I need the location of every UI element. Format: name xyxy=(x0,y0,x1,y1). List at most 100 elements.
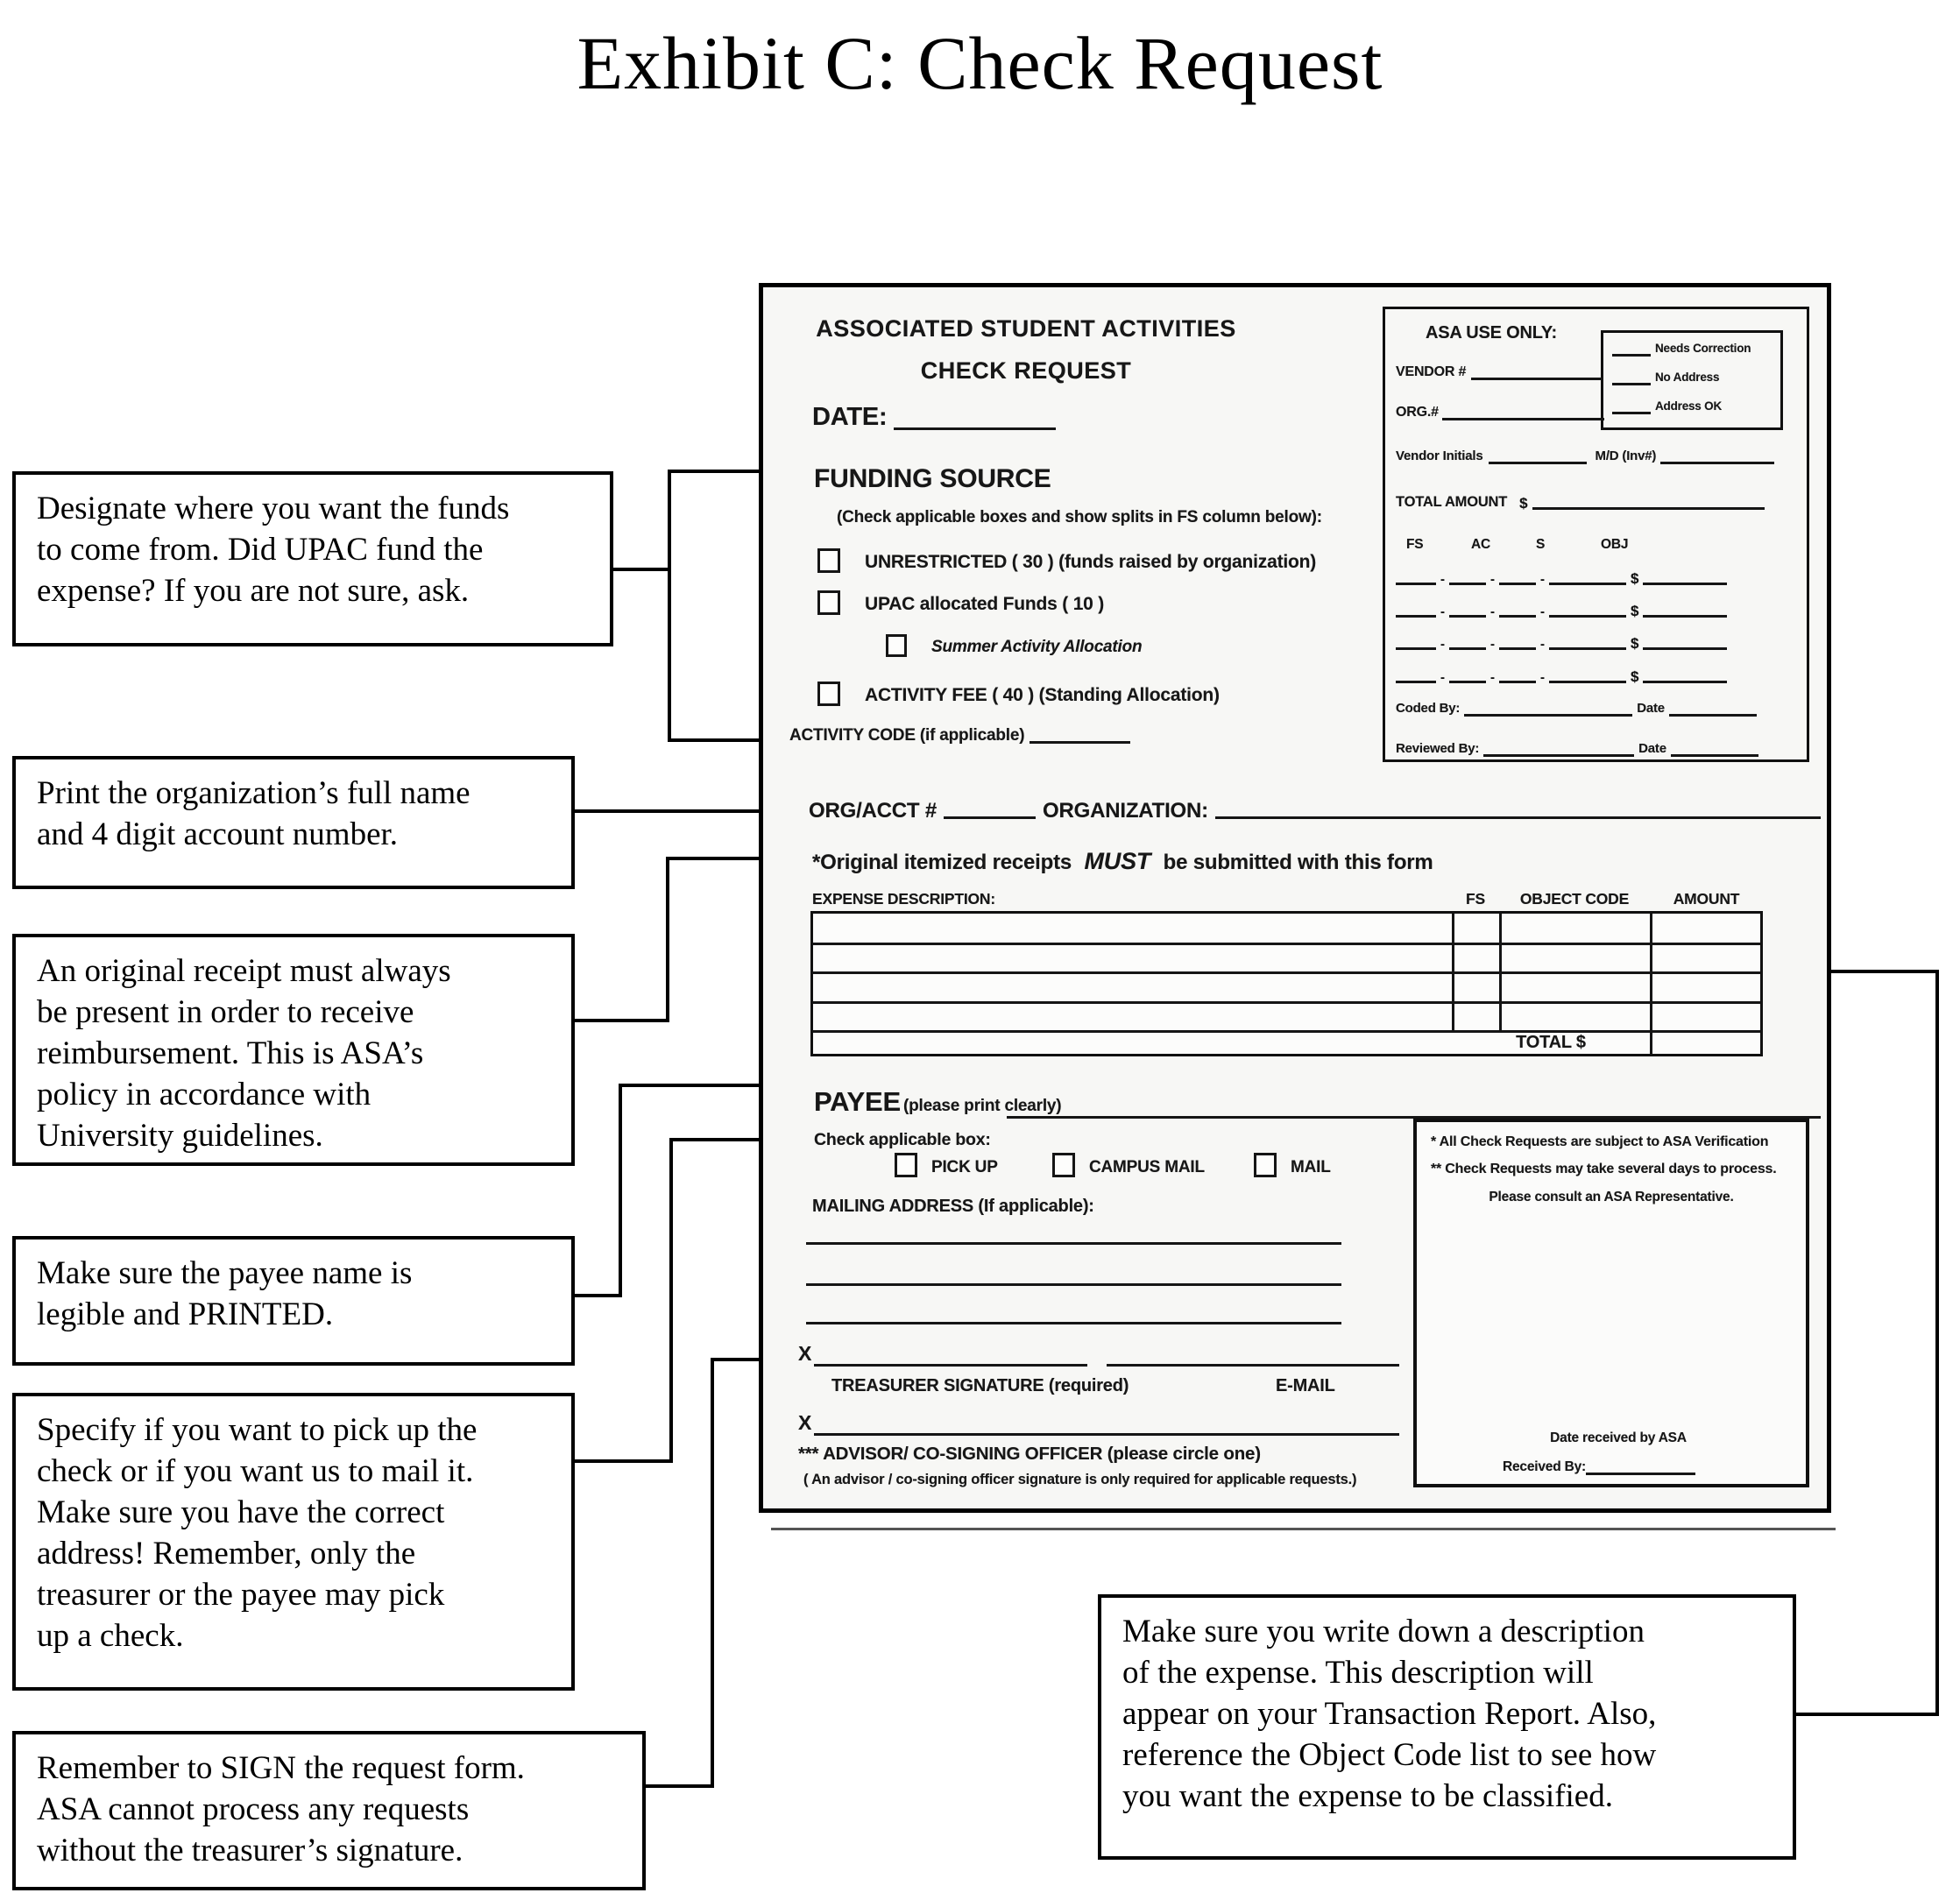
scan-edge-line xyxy=(771,1528,1836,1530)
split-row: - - - $ xyxy=(1396,667,1728,685)
checkbox-campus-mail xyxy=(1052,1153,1075,1177)
dash: - xyxy=(1440,670,1445,685)
annotation-organization: Print the organization’s full name and 4… xyxy=(12,756,575,889)
blank-line xyxy=(1532,493,1765,510)
flag-needs-correction: Needs Correction xyxy=(1655,342,1751,355)
expense-col-object-code: OBJECT CODE xyxy=(1519,890,1630,908)
md-inv-label: M/D (Inv#) xyxy=(1595,449,1657,463)
connector-line xyxy=(1935,970,1939,1716)
split-col-s: S xyxy=(1536,537,1546,552)
connector-line xyxy=(573,1459,673,1463)
expense-table: TOTAL $ xyxy=(810,911,1763,1056)
check-applicable-label: Check applicable box: xyxy=(814,1130,991,1149)
verification-line-2: ** Check Requests may take several days … xyxy=(1431,1162,1777,1176)
expense-total-label: TOTAL $ xyxy=(1516,1033,1586,1052)
connector-line xyxy=(573,809,761,813)
signature-line xyxy=(814,1364,1087,1367)
blank-line xyxy=(806,1242,1341,1245)
connector-line xyxy=(1794,1713,1939,1716)
asa-org-number-label: ORG.# xyxy=(1396,405,1439,420)
funding-option-upac: UPAC allocated Funds ( 10 ) xyxy=(865,594,1105,614)
checkbox-unrestricted xyxy=(817,548,840,573)
blank-line xyxy=(1488,448,1587,464)
dash: - xyxy=(1440,604,1445,619)
checkbox-mail xyxy=(1254,1153,1277,1177)
connector-line xyxy=(666,857,669,1022)
connector-line xyxy=(1828,970,1939,973)
blank-line xyxy=(1612,340,1651,357)
treasurer-signature-label: TREASURER SIGNATURE (required) xyxy=(831,1376,1129,1395)
receipts-note-post: be submitted with this form xyxy=(1163,851,1433,874)
advisor-signature-line xyxy=(814,1433,1399,1436)
table-line xyxy=(813,971,1760,974)
payee-hint: (please print clearly) xyxy=(903,1097,1062,1115)
checkbox-activity-fee xyxy=(817,682,840,706)
expense-col-fs: FS xyxy=(1466,890,1485,908)
verification-line-3: Please consult an ASA Representative. xyxy=(1489,1190,1734,1204)
dash: - xyxy=(1540,637,1545,652)
page-title: Exhibit C: Check Request xyxy=(577,21,1383,105)
funding-heading: FUNDING SOURCE xyxy=(814,464,1051,493)
dollar-sign: $ xyxy=(1631,570,1639,587)
checkbox-summer-allocation xyxy=(886,634,907,657)
dash: - xyxy=(1490,637,1495,652)
funding-instruction: (Check applicable boxes and show splits … xyxy=(837,508,1322,526)
vendor-number-label: VENDOR # xyxy=(1396,364,1467,379)
blank-line xyxy=(1612,398,1651,414)
email-label: E-MAIL xyxy=(1276,1376,1335,1395)
blank-line xyxy=(1585,1459,1695,1475)
table-line xyxy=(1650,914,1652,1054)
connector-line xyxy=(573,1294,622,1297)
table-line xyxy=(813,1001,1760,1004)
dash: - xyxy=(1540,604,1545,619)
blank-line xyxy=(1499,667,1536,683)
payee-label: PAYEE xyxy=(814,1086,901,1117)
blank-line xyxy=(1449,569,1486,585)
total-amount-label: TOTAL AMOUNT xyxy=(1396,494,1508,510)
dollar-sign: $ xyxy=(1631,603,1639,619)
flag-no-address: No Address xyxy=(1655,371,1720,384)
dollar-sign: $ xyxy=(1519,495,1528,512)
split-col-ac: AC xyxy=(1471,537,1490,552)
blank-line xyxy=(1030,727,1131,744)
blank-line xyxy=(1643,633,1728,650)
reviewed-date-label: Date xyxy=(1638,741,1666,756)
receipts-note-pre: *Original itemized receipts xyxy=(812,851,1072,874)
connector-line xyxy=(619,1084,761,1087)
expense-description-label: EXPENSE DESCRIPTION: xyxy=(812,890,995,908)
annotation-payee: Make sure the payee name is legible and … xyxy=(12,1236,575,1366)
reviewed-by-label: Reviewed By: xyxy=(1396,741,1480,756)
blank-line xyxy=(944,802,1037,819)
dash: - xyxy=(1490,572,1495,587)
dash: - xyxy=(1490,670,1495,685)
funding-option-unrestricted: UNRESTRICTED ( 30 ) (funds raised by org… xyxy=(865,552,1317,572)
blank-line xyxy=(1612,369,1651,385)
received-by-label: Received By: xyxy=(1503,1459,1586,1474)
blank-line xyxy=(1499,569,1536,585)
annotation-signature: Remember to SIGN the request form. ASA c… xyxy=(12,1731,646,1890)
blank-line xyxy=(1483,740,1635,757)
blank-line xyxy=(806,1283,1341,1286)
asa-use-only-box: ASA USE ONLY: Needs Correction No Addres… xyxy=(1383,307,1809,762)
activity-code-label: ACTIVITY CODE (if applicable) xyxy=(789,726,1025,745)
blank-line xyxy=(1643,667,1728,683)
blank-line xyxy=(1007,1116,1821,1119)
asa-flags-box: Needs Correction No Address Address OK xyxy=(1601,330,1783,430)
dollar-sign: $ xyxy=(1631,635,1639,652)
blank-line xyxy=(1643,569,1728,585)
connector-line xyxy=(668,470,671,742)
table-line xyxy=(813,1030,1760,1033)
verification-line-1: * All Check Requests are subject to ASA … xyxy=(1431,1134,1769,1149)
coded-date-label: Date xyxy=(1637,701,1665,716)
split-col-fs: FS xyxy=(1406,537,1424,552)
blank-line xyxy=(1549,633,1626,650)
dash: - xyxy=(1490,604,1495,619)
receipts-note-must: MUST xyxy=(1084,848,1151,874)
split-row: - - - $ xyxy=(1396,569,1728,587)
date-received-label: Date received by ASA xyxy=(1550,1430,1687,1445)
annotation-expense-description: Make sure you write down a description o… xyxy=(1098,1594,1796,1860)
payee-option-pick-up: PICK UP xyxy=(931,1158,998,1176)
blank-line xyxy=(1499,601,1536,618)
advisor-label: *** ADVISOR/ CO-SIGNING OFFICER (please … xyxy=(798,1444,1261,1464)
connector-line xyxy=(612,568,671,571)
